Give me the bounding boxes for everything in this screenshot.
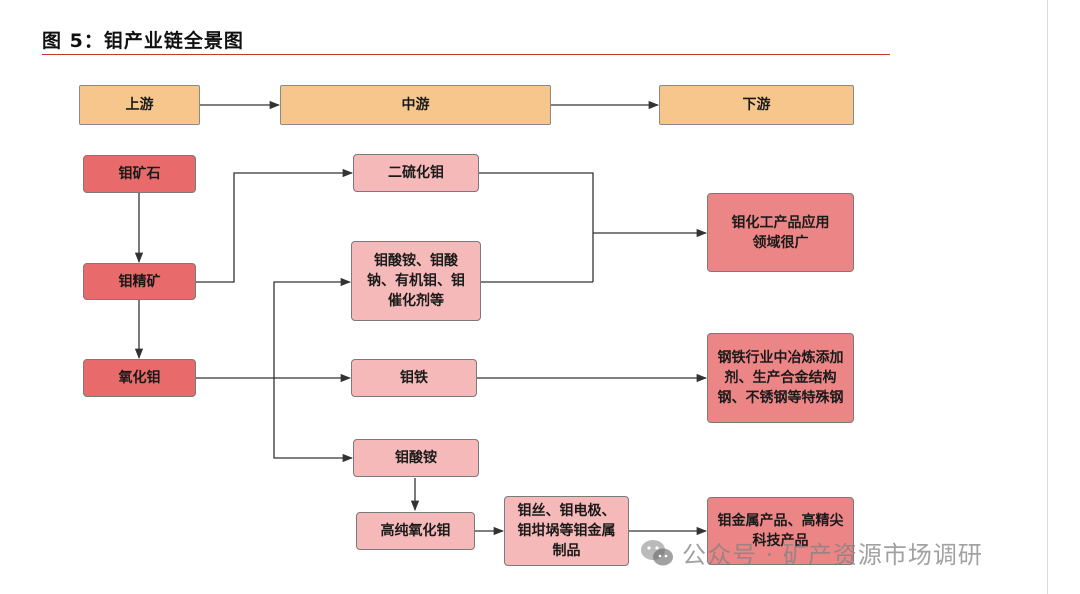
node-molybdenum-oxide: 氧化钼 bbox=[83, 359, 196, 397]
arrow-concentrate-to-disulfide bbox=[196, 168, 354, 283]
node-molybdenum-concentrate: 钼精矿 bbox=[83, 263, 196, 300]
watermark: 公众号 · 矿产资源市场调研 bbox=[640, 535, 983, 570]
node-molybdenum-disulfide: 二硫化钼 bbox=[353, 154, 479, 192]
node-molybdates: 钼酸铵、钼酸钠、有机钼、钼催化剂等 bbox=[351, 241, 481, 321]
arrow-oxide-to-ammonium bbox=[273, 378, 354, 463]
watermark-text: 公众号 · 矿产资源市场调研 bbox=[682, 541, 983, 569]
node-ferro-molybdenum: 钼铁 bbox=[351, 359, 477, 397]
title-divider bbox=[42, 54, 890, 55]
figure-title: 图 5：钼产业链全景图 bbox=[42, 30, 244, 52]
node-molybdenum-ore: 钼矿石 bbox=[83, 155, 196, 193]
node-metal-applications: 钼金属产品、高精尖科技产品 bbox=[707, 497, 854, 565]
arrow-disulfide-merge bbox=[479, 172, 594, 282]
node-chemical-applications: 钼化工产品应用领域很广 bbox=[707, 193, 854, 272]
stage-downstream: 下游 bbox=[659, 85, 854, 125]
arrow-oxide-to-molybdates bbox=[273, 277, 352, 378]
stage-upstream: 上游 bbox=[79, 85, 200, 125]
node-metal-products: 钼丝、钼电极、钼坩埚等钼金属制品 bbox=[504, 496, 629, 566]
stage-midstream: 中游 bbox=[280, 85, 551, 125]
node-steel-applications: 钢铁行业中冶炼添加剂、生产合金结构钢、不锈钢等特殊钢 bbox=[707, 333, 854, 423]
wechat-icon bbox=[641, 539, 673, 565]
node-ammonium-molybdate: 钼酸铵 bbox=[353, 439, 479, 477]
page-edge-line bbox=[1047, 0, 1048, 594]
node-high-purity-oxide: 高纯氧化钼 bbox=[356, 512, 475, 550]
